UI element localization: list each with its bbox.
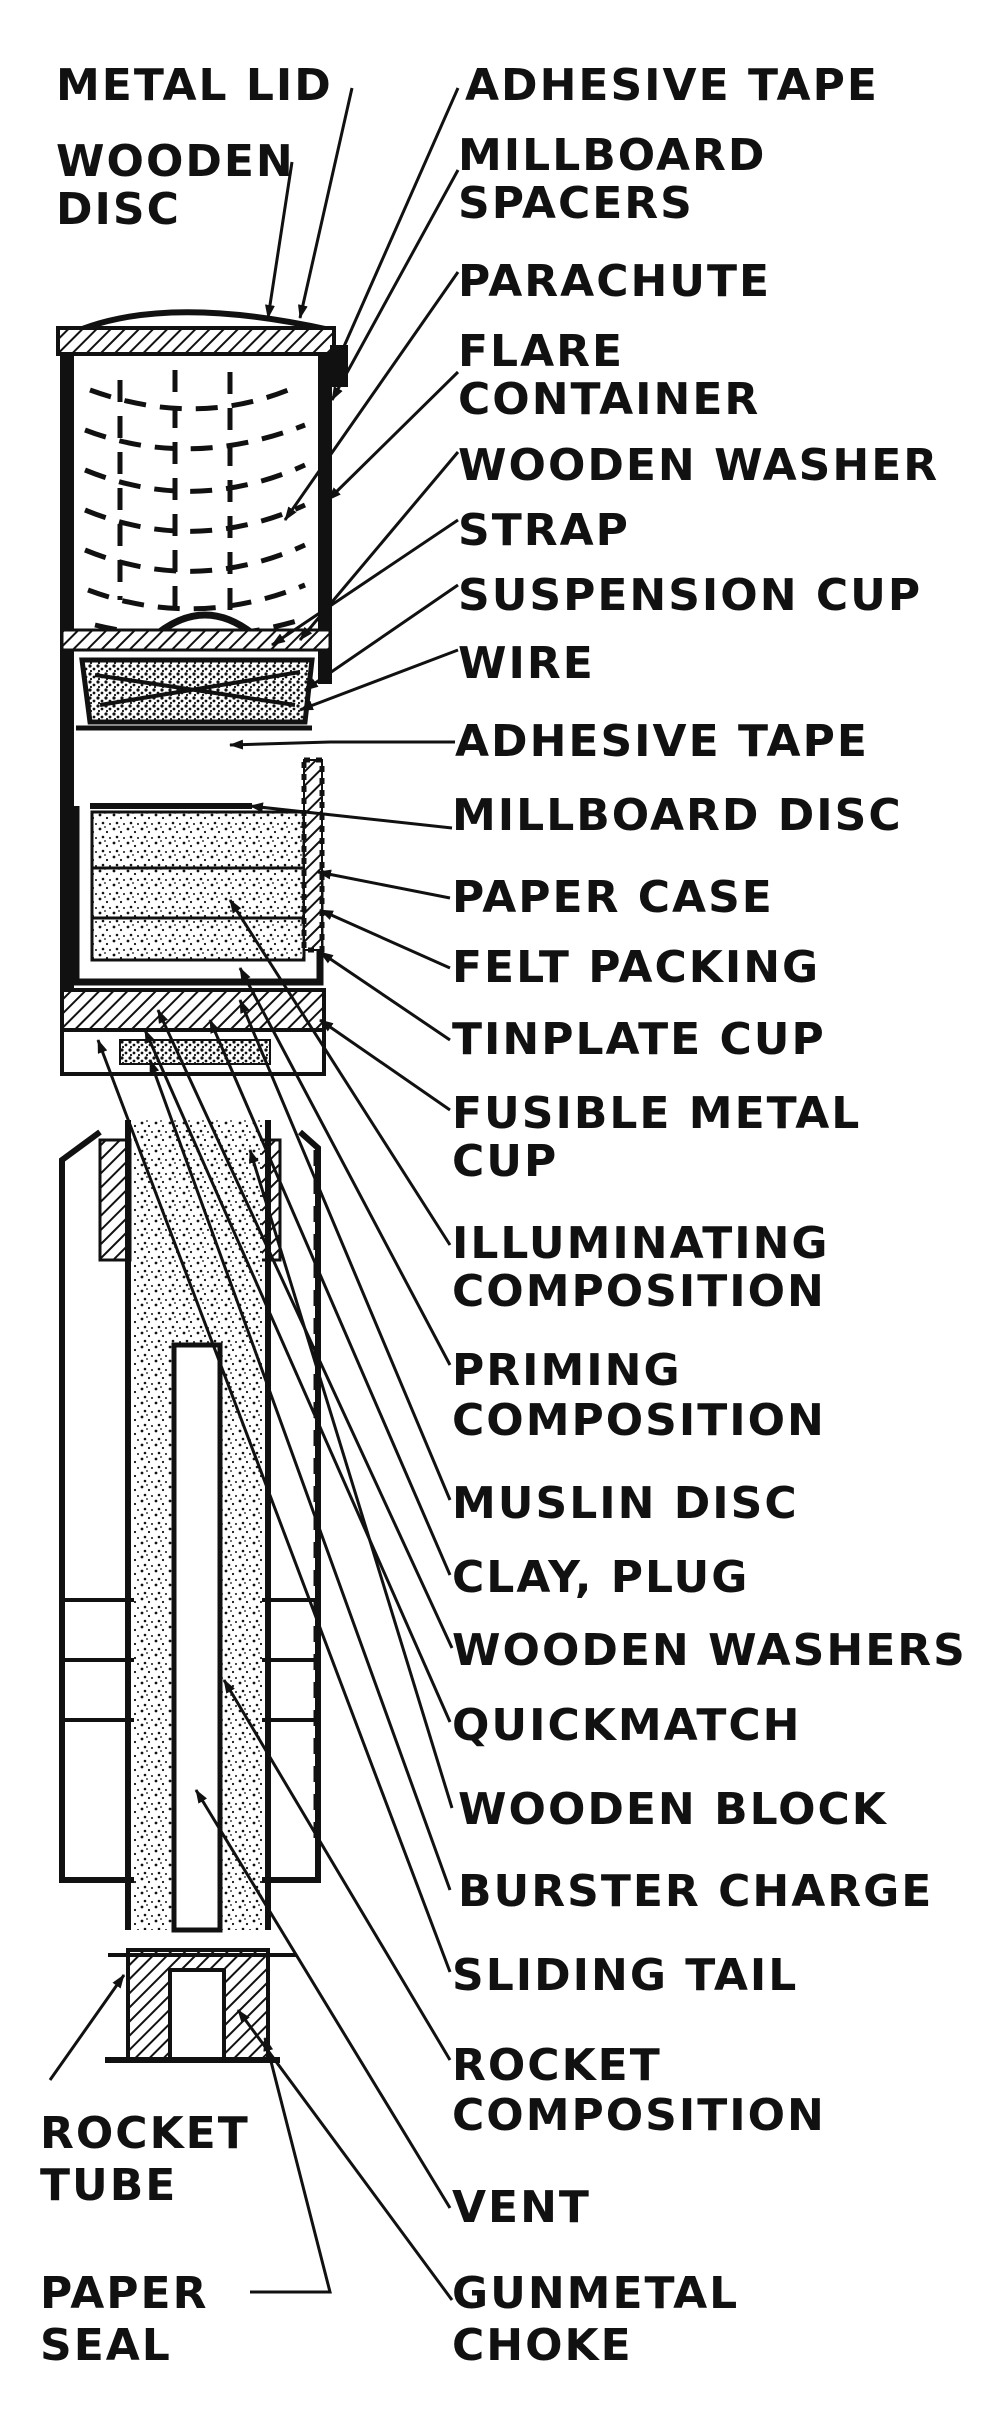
- leader-adhesive-tape-1: [336, 87, 460, 361]
- label-illuminating-composition-line2: COMPOSITION: [452, 1266, 826, 1317]
- leader-millboard-spacers: [330, 169, 460, 401]
- leader-strap: [271, 518, 459, 647]
- leader-wooden-block: [248, 1149, 454, 1809]
- rocket-tube-shape: [125, 1120, 271, 1930]
- label-millboard-spacers-line2: SPACERS: [458, 178, 694, 229]
- label-fusible-metal-cup-line1: FUSIBLE METAL: [452, 1088, 862, 1139]
- label-burster-charge: BURSTER CHARGE: [458, 1866, 934, 1917]
- label-illuminating-composition-line1: ILLUMINATING: [452, 1218, 830, 1269]
- label-rocket-tube-line2: TUBE: [40, 2160, 178, 2211]
- label-gunmetal-choke-line1: GUNMETAL: [452, 2268, 740, 2319]
- leader-sliding-tail: [96, 1039, 452, 1973]
- label-suspension-cup: SUSPENSION CUP: [458, 570, 923, 621]
- label-paper-seal-line2: SEAL: [40, 2320, 172, 2371]
- label-metal-lid: METAL LID: [56, 60, 333, 111]
- parachute-folds: [84, 370, 307, 639]
- flare-container-drawing: [56, 309, 348, 1076]
- label-adhesive-tape-2: ADHESIVE TAPE: [455, 716, 869, 767]
- leader-paper-case: [317, 869, 451, 900]
- label-gunmetal-choke-line2: CHOKE: [452, 2320, 633, 2371]
- label-muslin-disc: MUSLIN DISC: [452, 1478, 799, 1529]
- leader-metal-lid: [297, 87, 354, 319]
- felt-packing-shape: [303, 759, 323, 951]
- label-millboard-disc: MILLBOARD DISC: [452, 790, 903, 841]
- leader-parachute: [283, 271, 460, 521]
- label-wooden-disc-line2: DISC: [56, 184, 181, 235]
- leader-muslin-disc: [238, 999, 452, 1501]
- leader-burster-charge: [148, 1059, 452, 1891]
- leader-wire: [299, 648, 459, 712]
- label-rocket-composition-line1: ROCKET: [452, 2040, 662, 2091]
- leader-gunmetal-choke: [236, 2009, 454, 2301]
- illuminating-composition-shape: [90, 810, 306, 962]
- leader-flare-container: [326, 370, 460, 502]
- leader-quickmatch: [143, 1029, 452, 1723]
- leader-suspension-cup: [304, 583, 459, 692]
- label-rocket-tube-line1: ROCKET: [40, 2108, 250, 2159]
- leader-tinplate-cup: [319, 950, 451, 1042]
- flare-container-wall-left: [60, 354, 74, 1074]
- leader-clay-plug: [208, 1019, 452, 1576]
- label-vent: VENT: [452, 2182, 591, 2233]
- leader-lines: [48, 87, 460, 2301]
- label-millboard-spacers-line1: MILLBOARD: [458, 130, 767, 181]
- label-wire: WIRE: [458, 638, 595, 689]
- label-strap: STRAP: [458, 505, 630, 556]
- rocket-assembly-drawing: [59, 1120, 321, 2063]
- leader-millboard-disc: [249, 802, 453, 830]
- label-wooden-block: WOODEN BLOCK: [458, 1784, 888, 1835]
- label-clay-plug: CLAY, PLUG: [452, 1552, 750, 1603]
- label-priming-composition-line1: PRIMING: [452, 1345, 682, 1396]
- leader-vent: [194, 1789, 452, 2209]
- leader-adhesive-tape-2: [229, 739, 455, 750]
- leader-wooden-disc: [265, 161, 294, 319]
- label-fusible-metal-cup-line2: CUP: [452, 1136, 559, 1187]
- flare-container-wall-right: [318, 354, 332, 684]
- label-felt-packing: FELT PACKING: [452, 942, 821, 993]
- label-tinplate-cup: TINPLATE CUP: [452, 1014, 826, 1065]
- label-quickmatch: QUICKMATCH: [452, 1700, 802, 1751]
- adhesive-tape-top: [330, 345, 348, 387]
- leader-priming-composition: [238, 967, 452, 1366]
- leader-rocket-tube: [48, 1974, 126, 2081]
- label-wooden-washer: WOODEN WASHER: [458, 440, 940, 491]
- label-wooden-washers: WOODEN WASHERS: [452, 1625, 967, 1676]
- label-rocket-composition-line2: COMPOSITION: [452, 2090, 826, 2141]
- label-adhesive-tape-1: ADHESIVE TAPE: [465, 60, 879, 111]
- leader-rocket-composition: [222, 1679, 452, 2061]
- label-flare-container-line1: FLARE: [458, 326, 625, 377]
- wooden-disc-shape: [56, 326, 336, 356]
- leader-paper-seal: [250, 2037, 332, 2294]
- wooden-washer-shape: [60, 628, 332, 652]
- leader-illuminating-composition: [228, 899, 452, 1246]
- leader-felt-packing: [319, 908, 451, 970]
- tinplate-cup-shape: [60, 988, 326, 1032]
- label-priming-composition-line2: COMPOSITION: [452, 1395, 826, 1446]
- vent-shape: [171, 1342, 223, 1933]
- label-paper-seal-line1: PAPER: [40, 2268, 209, 2319]
- label-wooden-disc-line1: WOODEN: [56, 136, 295, 187]
- leader-fusible-metal-cup: [319, 1018, 451, 1112]
- label-sliding-tail: SLIDING TAIL: [452, 1950, 799, 2001]
- label-flare-container-line2: CONTAINER: [458, 374, 761, 425]
- label-parachute: PARACHUTE: [458, 256, 772, 307]
- label-paper-case: PAPER CASE: [452, 872, 774, 923]
